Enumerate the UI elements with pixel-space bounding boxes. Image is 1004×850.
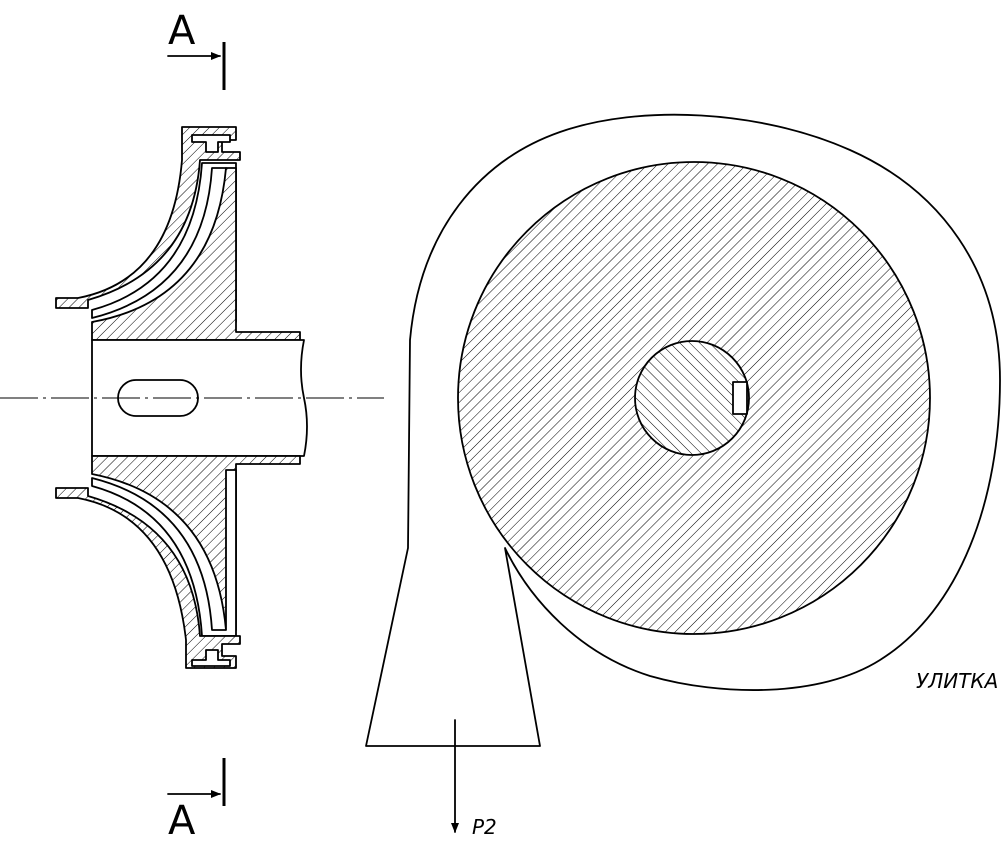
upper-seal-ring <box>191 134 231 153</box>
shaft-key <box>732 381 748 415</box>
section-mark-bottom: A <box>167 758 226 844</box>
section-label-bottom: A <box>168 798 196 844</box>
volute-label: УЛИТКА <box>916 669 998 693</box>
lower-vane-channel <box>91 469 237 637</box>
section-mark-top: A <box>167 8 226 90</box>
volute-view: P2 УЛИТКА <box>365 113 1001 839</box>
volute-casing <box>365 113 1001 747</box>
pressure-label: P2 <box>472 815 497 839</box>
upper-front-shroud <box>55 126 241 309</box>
upper-vane-channel <box>91 162 237 323</box>
section-label-top: A <box>168 8 196 54</box>
lower-front-shroud <box>55 487 241 669</box>
shaft <box>91 339 308 457</box>
impeller-section: A A <box>0 8 384 844</box>
shaft-section <box>634 340 750 456</box>
lower-seal-ring <box>191 649 231 667</box>
upper-hub <box>91 167 301 341</box>
